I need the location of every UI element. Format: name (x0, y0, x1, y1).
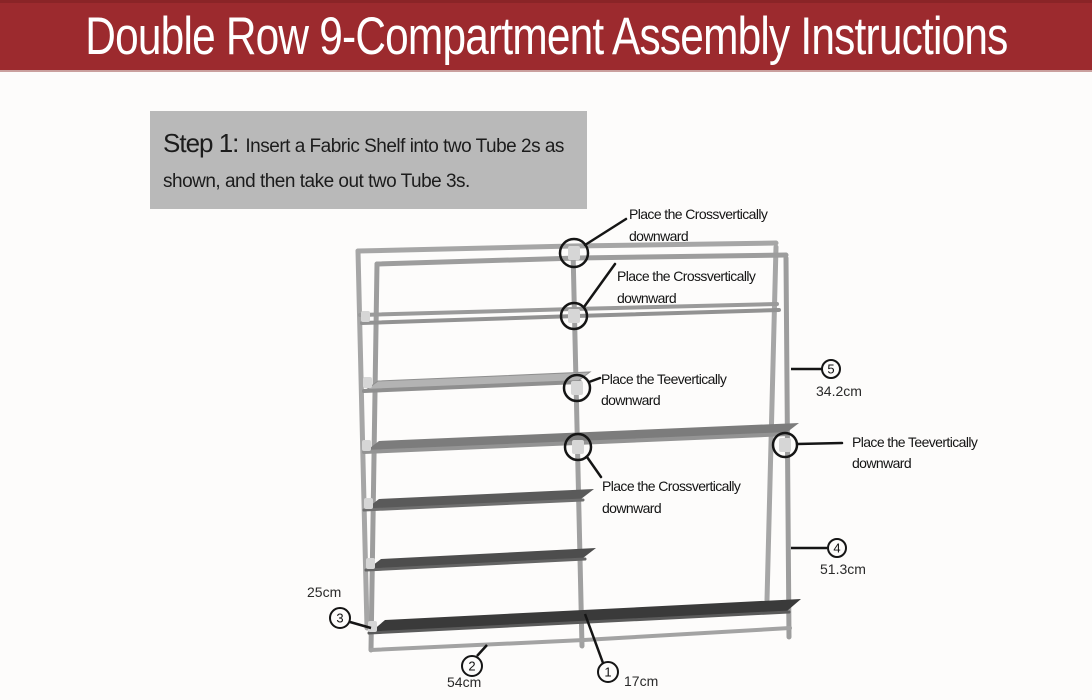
step-instruction-box: Step 1: Insert a Fabric Shelf into two Tu… (150, 111, 587, 209)
step-instruction-line1: Step 1: Insert a Fabric Shelf into two Tu… (163, 125, 587, 165)
annotation-1-line1: Place the Crossvertically (629, 206, 768, 222)
annotation-4-line1: Place the Crossvertically (602, 478, 741, 494)
measurements: 5 34.2cm 4 51.3cm 25cm 3 2 54cm 1 17cm (307, 359, 866, 690)
measure-1-number: 1 (604, 665, 611, 680)
level5-front-edge (362, 498, 585, 512)
annotation-3-line2: downward (601, 392, 660, 408)
measure-3-value: 25cm (307, 584, 341, 600)
annotations: Place the Crossvertically downward Place… (601, 206, 978, 516)
bottom-shelf-front-edge (367, 610, 791, 635)
annotation-2-line2: downward (617, 290, 676, 306)
level4-fabric-shelf (366, 423, 799, 451)
measure-1-line (583, 613, 605, 664)
bottom-rail (369, 626, 792, 652)
callout-circle-top (558, 237, 590, 269)
callout-circle-fourth (563, 432, 593, 462)
right-back-post (764, 244, 779, 603)
header-banner: Double Row 9-Compartment Assembly Instru… (0, 0, 1092, 72)
annotation-5-line2: downward (852, 455, 911, 471)
callout-leader-lines (582, 217, 844, 479)
leader-annotation-1 (583, 217, 628, 247)
measure-1-circle (597, 661, 619, 683)
measure-2-number: 2 (468, 659, 475, 674)
left-front-post (368, 261, 380, 653)
page-title: Double Row 9-Compartment Assembly Instru… (84, 7, 1008, 66)
top-front-rail (374, 252, 789, 267)
measure-2-value: 54cm (447, 674, 481, 690)
measure-2-line (476, 644, 488, 657)
annotation-1-line2: downward (629, 228, 688, 244)
callout-circle-third (562, 373, 592, 403)
measure-3-number: 3 (336, 611, 343, 626)
step-text-line1: Insert a Fabric Shelf into two Tube 2s a… (245, 136, 564, 157)
measure-2-circle (461, 655, 483, 677)
measure-5-value: 34.2cm (816, 383, 862, 399)
top-back-rail (355, 240, 779, 254)
annotation-5-line1: Place the Teevertically (852, 434, 978, 450)
measure-1-value: 17cm (624, 673, 658, 689)
callout-circle-second (559, 301, 589, 331)
measure-3-circle (329, 607, 351, 629)
leader-annotation-4 (585, 455, 603, 479)
shelf-frame (355, 240, 801, 653)
leader-annotation-3 (587, 376, 602, 384)
level5-fabric-shelf (366, 489, 594, 509)
measure-5-circle (821, 359, 841, 379)
level6-fabric-shelf (368, 548, 596, 569)
measure-4-number: 4 (833, 541, 840, 556)
level6-front-edge (364, 557, 587, 572)
leader-annotation-5 (795, 441, 844, 446)
step-text-line2: shown, and then take out two Tube 3s. (163, 171, 470, 192)
measure-4-value: 51.3cm (820, 561, 866, 577)
level3-front-edge (362, 380, 582, 393)
leader-annotation-2 (582, 262, 617, 309)
annotation-3-line1: Place the Teevertically (601, 371, 727, 387)
connector-blocks (361, 246, 791, 632)
annotation-2-line1: Place the Crossvertically (617, 268, 756, 284)
measure-4-circle (827, 538, 847, 558)
measure-3-line (349, 620, 372, 630)
step-label: Step 1: (163, 128, 239, 158)
annotation-4-line2: downward (602, 500, 661, 516)
measure-5-number: 5 (827, 362, 834, 377)
